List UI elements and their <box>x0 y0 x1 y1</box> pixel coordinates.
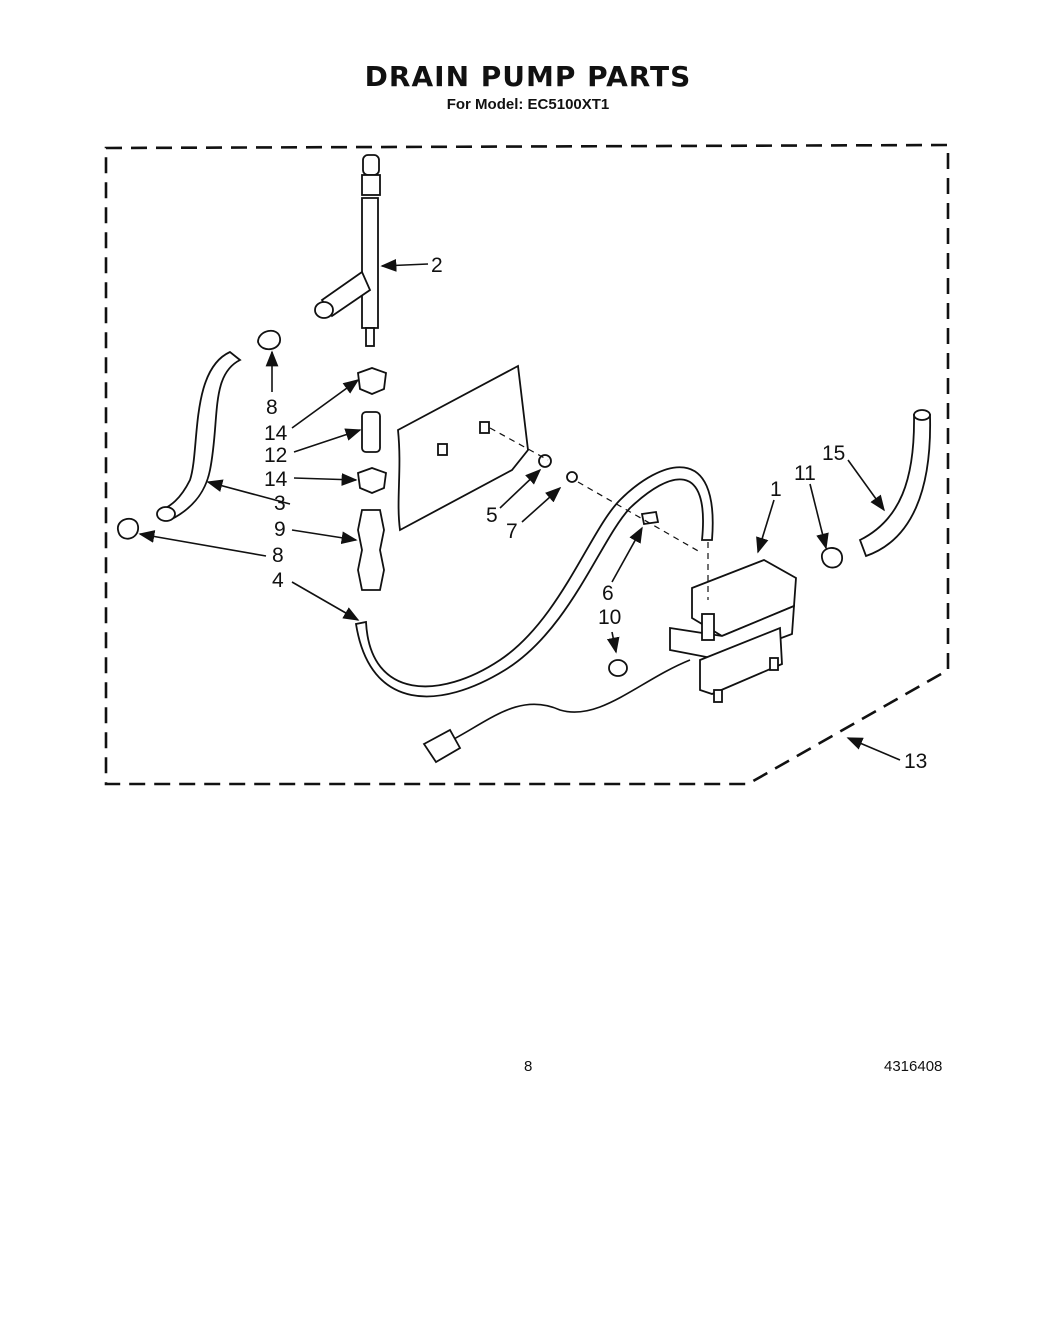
callout-4: 4 <box>272 569 284 592</box>
page-title: DRAIN PUMP PARTS <box>364 60 692 93</box>
mounting-bracket <box>397 364 529 532</box>
outlet-hose-part <box>858 414 931 558</box>
small-hardware <box>538 454 660 677</box>
coupling-stack <box>357 367 387 591</box>
power-cord <box>451 659 691 741</box>
callout-3: 3 <box>274 492 286 515</box>
hose-clamp-part <box>117 329 281 540</box>
callout-14b: 14 <box>264 468 288 491</box>
page-number: 8 <box>524 1058 533 1075</box>
callout-11: 10 <box>598 606 621 629</box>
kit-boundary <box>104 143 950 786</box>
power-plug <box>422 728 462 764</box>
callout-5: 5 <box>486 504 498 527</box>
callout-8b: 8 <box>272 544 284 567</box>
callout-7: 7 <box>506 520 518 543</box>
drain-tee-part <box>314 154 381 347</box>
callout-6: 6 <box>602 582 614 605</box>
model-subtitle: For Model: EC5100XT1 <box>446 96 610 113</box>
callout-14a: 14 <box>264 422 288 445</box>
long-drain-hose-part <box>354 466 714 698</box>
short-hose-part <box>160 350 242 522</box>
pump-clamp-part <box>821 547 843 569</box>
callout-9: 9 <box>274 518 286 541</box>
callout-2: 2 <box>431 254 443 277</box>
document-number: 4316408 <box>884 1058 943 1075</box>
callout-15: 15 <box>822 442 845 465</box>
callout-8a: 8 <box>266 396 278 419</box>
callout-10: 11 <box>794 462 816 485</box>
callout-12: 13 <box>904 750 927 773</box>
callout-13: 12 <box>264 444 287 467</box>
callout-1: 1 <box>770 478 782 501</box>
pump-assembly-part <box>669 559 797 703</box>
